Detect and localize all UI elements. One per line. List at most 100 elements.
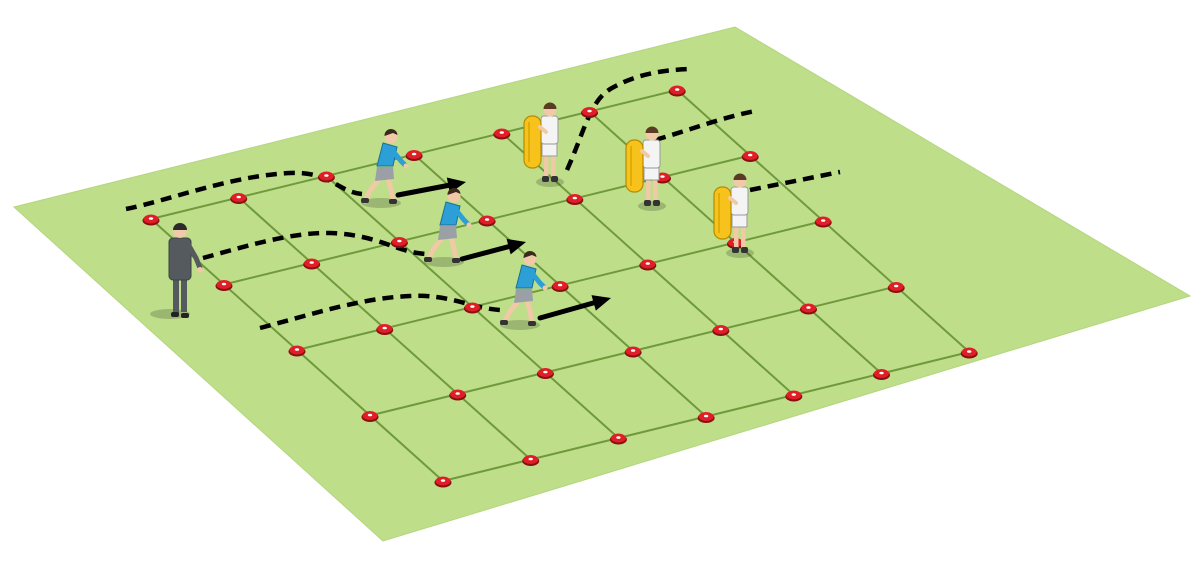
run-line xyxy=(125,170,363,212)
cone-marker-icon xyxy=(551,281,569,292)
cone-marker-icon xyxy=(814,216,832,228)
cone-marker-icon xyxy=(536,368,554,379)
cone-hole xyxy=(499,131,504,134)
direction-arrow-icon xyxy=(537,295,611,321)
arm xyxy=(640,149,650,158)
coach-icon xyxy=(150,223,203,319)
boot xyxy=(732,247,739,253)
cone-marker-icon xyxy=(493,128,511,140)
cone-hole xyxy=(821,219,826,222)
player-shadow xyxy=(150,309,190,319)
cone-marker-icon xyxy=(376,324,394,335)
player-shadow xyxy=(726,248,754,258)
hair xyxy=(733,173,747,180)
cone-marker-icon xyxy=(960,347,978,359)
run-line xyxy=(259,293,501,331)
cone-marker-icon xyxy=(449,389,467,401)
cone-hole xyxy=(440,479,446,482)
tackle-shield-icon xyxy=(625,139,644,193)
boot xyxy=(644,200,651,206)
cone-marker-icon xyxy=(697,412,715,423)
cone-marker-icon xyxy=(288,345,306,357)
cone-hole xyxy=(703,414,709,418)
arm xyxy=(185,241,203,271)
cone-hole xyxy=(543,370,548,374)
cone-marker-icon xyxy=(522,455,540,466)
boot xyxy=(424,257,432,262)
cone-hole xyxy=(221,282,227,286)
attacking-player-icon xyxy=(500,250,548,330)
arrow-head xyxy=(506,238,526,255)
cone-marker-icon xyxy=(639,259,657,271)
defender-with-shield-icon xyxy=(713,173,754,258)
leg xyxy=(734,225,739,249)
boot xyxy=(452,258,460,263)
cone-hole xyxy=(236,195,241,199)
cone-marker-icon xyxy=(887,282,905,293)
cone-marker-icon xyxy=(215,280,233,291)
arrow-shaft xyxy=(395,182,451,198)
leg xyxy=(384,172,396,204)
arrow-shaft xyxy=(459,244,512,262)
boot xyxy=(500,320,508,325)
arm xyxy=(453,207,471,227)
arm xyxy=(390,148,408,168)
hair xyxy=(523,250,537,258)
cone-marker-icon xyxy=(317,171,335,183)
cone-hole xyxy=(411,152,417,156)
cone-marker-icon xyxy=(873,369,890,380)
boot xyxy=(181,313,189,318)
cone-marker-icon xyxy=(624,346,642,358)
cone-hole xyxy=(806,306,811,309)
shorts xyxy=(438,226,457,240)
leg xyxy=(741,225,746,249)
attacking-player-icon xyxy=(361,128,409,208)
shield-body xyxy=(523,115,542,169)
hand xyxy=(197,267,203,273)
boot xyxy=(741,247,748,253)
cone-hole xyxy=(382,326,387,330)
direction-arrows xyxy=(395,177,611,321)
cone-marker-icon xyxy=(800,303,817,315)
leg xyxy=(653,178,658,202)
run-lines xyxy=(125,66,841,331)
cone-marker-icon xyxy=(581,107,598,118)
run-line xyxy=(564,66,691,171)
shorts xyxy=(514,289,533,303)
cone-hole xyxy=(470,305,475,308)
cone-marker-icon xyxy=(390,237,408,248)
arm xyxy=(529,270,547,290)
hand xyxy=(466,222,472,228)
cone-hole xyxy=(148,217,154,220)
cone-hole xyxy=(630,349,636,352)
leg xyxy=(173,278,179,314)
cone-hole xyxy=(587,109,592,113)
run-line xyxy=(749,169,841,193)
player-shadow xyxy=(638,201,666,211)
defender-with-shield-icon xyxy=(523,102,564,187)
run-line xyxy=(202,230,427,261)
players xyxy=(150,102,754,330)
cone-hole xyxy=(645,262,650,265)
boot xyxy=(389,199,397,204)
cone-marker-icon xyxy=(566,194,584,205)
hair xyxy=(173,223,187,230)
cone-marker-icon xyxy=(405,150,423,161)
boot xyxy=(528,321,536,326)
cone-hole xyxy=(748,153,753,157)
hair xyxy=(543,102,557,109)
boot xyxy=(171,312,179,317)
player-shadow xyxy=(536,177,564,187)
boot xyxy=(361,198,369,203)
arrow-head xyxy=(591,295,611,311)
cone-hole xyxy=(879,371,884,375)
attacking-player-icon xyxy=(424,187,472,267)
leg xyxy=(544,154,549,178)
leg xyxy=(523,294,535,326)
cone-hole xyxy=(660,175,665,178)
cone-hole xyxy=(455,392,460,395)
cone-marker-icon xyxy=(609,433,627,445)
cone-hole xyxy=(294,348,300,351)
cone-hole xyxy=(309,261,314,264)
